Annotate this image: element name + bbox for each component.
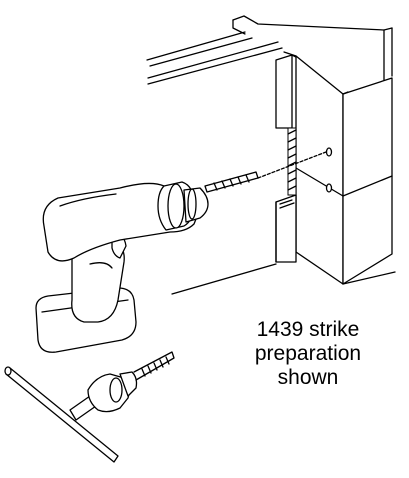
caption-line-3: shown <box>277 366 339 389</box>
diagram-caption: 1439 strike preparation shown <box>218 318 398 390</box>
drill-axis-line <box>257 151 327 179</box>
door-frame-icon <box>146 15 396 295</box>
t-handle-tap-wrench-icon <box>4 351 175 463</box>
caption-line-2: preparation <box>254 342 362 365</box>
drill-bit-icon <box>204 171 259 193</box>
cordless-drill-icon <box>35 181 209 353</box>
caption-line-1: 1439 strike <box>256 318 360 341</box>
